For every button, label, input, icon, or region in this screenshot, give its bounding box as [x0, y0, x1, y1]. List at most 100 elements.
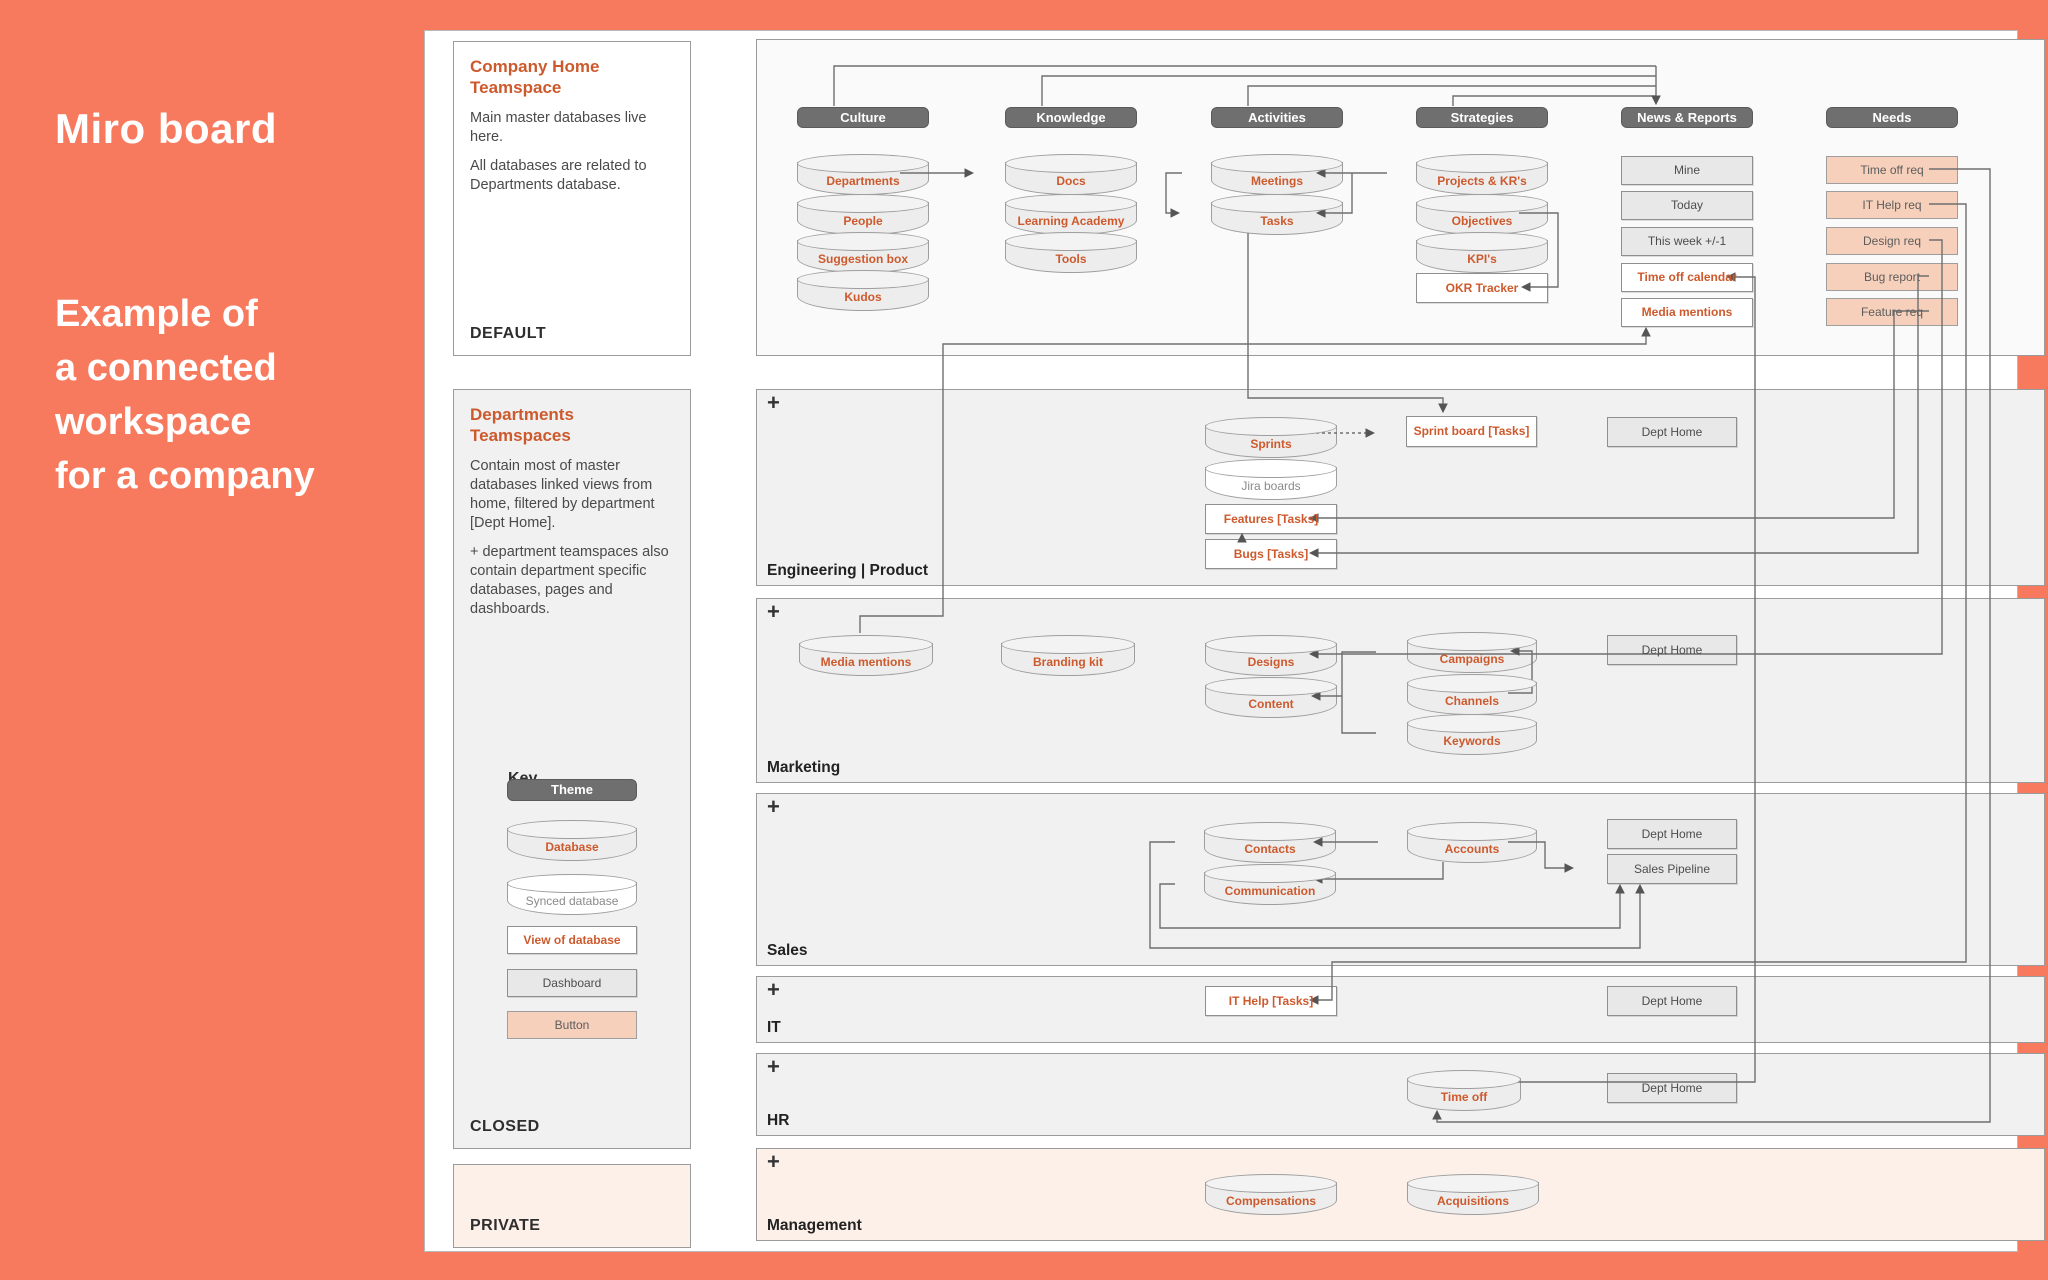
node-kpi-s[interactable]: KPI's	[1416, 232, 1548, 273]
node-today[interactable]: Today	[1621, 191, 1753, 220]
section-hr[interactable]: +HR	[756, 1053, 2045, 1136]
node-acquisitions[interactable]: Acquisitions	[1407, 1174, 1539, 1215]
cylinder-top	[1416, 232, 1548, 251]
node-dept-home[interactable]: Dept Home	[1607, 986, 1737, 1016]
node-label: Acquisitions	[1436, 1193, 1509, 1208]
section-label: Management	[767, 1217, 862, 1234]
theme-news-reports[interactable]: News & Reports	[1621, 107, 1753, 128]
cylinder-top	[1407, 1070, 1521, 1089]
node-feature-req[interactable]: Feature req	[1826, 298, 1958, 326]
node-branding-kit[interactable]: Branding kit	[1001, 635, 1135, 676]
section-marketing[interactable]: +Marketing	[756, 598, 2045, 783]
cylinder-top	[1416, 154, 1548, 173]
node-label: IT Help req	[1862, 197, 1922, 212]
node-view-of-database[interactable]: View of database	[507, 926, 637, 954]
miro-canvas[interactable]: Company Home Teamspace Main master datab…	[424, 30, 2045, 1252]
node-bug-report[interactable]: Bug report	[1826, 263, 1958, 291]
node-kudos[interactable]: Kudos	[797, 270, 929, 311]
node-dept-home[interactable]: Dept Home	[1607, 819, 1737, 849]
node-it-help-req[interactable]: IT Help req	[1826, 191, 1958, 219]
node-label: Dept Home	[1641, 826, 1703, 841]
node-accounts[interactable]: Accounts	[1407, 822, 1537, 863]
cylinder-top	[1416, 194, 1548, 213]
node-media-mentions[interactable]: Media mentions	[799, 635, 933, 676]
section-engineering-product[interactable]: +Engineering | Product	[756, 389, 2045, 586]
node-synced-database[interactable]: Synced database	[507, 874, 637, 915]
node-dashboard[interactable]: Dashboard	[507, 969, 637, 997]
node-sprints[interactable]: Sprints	[1205, 417, 1337, 458]
node-objectives[interactable]: Objectives	[1416, 194, 1548, 235]
node-channels[interactable]: Channels	[1407, 674, 1537, 715]
node-database[interactable]: Database	[507, 820, 637, 861]
node-label: Bugs [Tasks]	[1233, 546, 1309, 561]
node-projects-kr-s[interactable]: Projects & KR's	[1416, 154, 1548, 195]
node-mine[interactable]: Mine	[1621, 156, 1753, 185]
node-label: Dept Home	[1641, 642, 1703, 657]
section-label: Sales	[767, 942, 808, 959]
node-label: Suggestion box	[818, 251, 908, 266]
theme-theme[interactable]: Theme	[507, 779, 637, 801]
node-time-off-req[interactable]: Time off req	[1826, 156, 1958, 184]
theme-needs[interactable]: Needs	[1826, 107, 1958, 128]
node-this-week-1[interactable]: This week +/-1	[1621, 227, 1753, 256]
node-people[interactable]: People	[797, 194, 929, 235]
node-label: Tools	[1055, 251, 1087, 266]
node-sales-pipeline[interactable]: Sales Pipeline	[1607, 854, 1737, 884]
node-tasks[interactable]: Tasks	[1211, 194, 1343, 235]
node-docs[interactable]: Docs	[1005, 154, 1137, 195]
node-dept-home[interactable]: Dept Home	[1607, 1073, 1737, 1103]
node-jira-boards[interactable]: Jira boards	[1205, 459, 1337, 500]
node-tools[interactable]: Tools	[1005, 232, 1137, 273]
theme-strategies[interactable]: Strategies	[1416, 107, 1548, 128]
cylinder-top	[1005, 154, 1137, 173]
node-bugs-tasks[interactable]: Bugs [Tasks]	[1205, 539, 1337, 569]
node-label: Media mentions	[1641, 305, 1733, 320]
node-dept-home[interactable]: Dept Home	[1607, 417, 1737, 447]
node-label: News & Reports	[1637, 109, 1737, 125]
node-label: Departments	[826, 173, 900, 188]
section-management[interactable]: +Management	[756, 1148, 2045, 1241]
theme-activities[interactable]: Activities	[1211, 107, 1343, 128]
node-label: Database	[545, 839, 599, 854]
node-time-off[interactable]: Time off	[1407, 1070, 1521, 1111]
node-label: Docs	[1056, 173, 1086, 188]
cylinder-top	[1205, 677, 1337, 696]
node-it-help-tasks[interactable]: IT Help [Tasks]	[1205, 986, 1337, 1016]
panel-private[interactable]: PRIVATE	[453, 1164, 691, 1248]
panel-company-home[interactable]: Company Home Teamspace Main master datab…	[453, 41, 691, 356]
panel-departments-body1: Contain most of master databases linked …	[470, 457, 655, 531]
node-label: Branding kit	[1032, 654, 1103, 669]
node-label: Dept Home	[1641, 424, 1703, 439]
cylinder-top	[1005, 194, 1137, 213]
node-label: Feature req	[1860, 304, 1924, 319]
cylinder-top	[1407, 822, 1537, 841]
node-label: Keywords	[1443, 733, 1501, 748]
node-designs[interactable]: Designs	[1205, 635, 1337, 676]
node-okr-tracker[interactable]: OKR Tracker	[1416, 273, 1548, 303]
node-sprint-board-tasks[interactable]: Sprint board [Tasks]	[1406, 416, 1537, 447]
node-learning-academy[interactable]: Learning Academy	[1005, 194, 1137, 235]
section-it[interactable]: +IT	[756, 976, 2045, 1043]
node-departments[interactable]: Departments	[797, 154, 929, 195]
node-features-tasks[interactable]: Features [Tasks]	[1205, 504, 1337, 534]
theme-knowledge[interactable]: Knowledge	[1005, 107, 1137, 128]
node-contacts[interactable]: Contacts	[1204, 822, 1336, 863]
node-communication[interactable]: Communication	[1204, 864, 1336, 905]
node-meetings[interactable]: Meetings	[1211, 154, 1343, 195]
section-sales[interactable]: +Sales	[756, 793, 2045, 966]
node-time-off-calendar[interactable]: Time off calendar	[1621, 263, 1753, 292]
node-campaigns[interactable]: Campaigns	[1407, 632, 1537, 673]
theme-culture[interactable]: Culture	[797, 107, 929, 128]
node-keywords[interactable]: Keywords	[1407, 714, 1537, 755]
node-suggestion-box[interactable]: Suggestion box	[797, 232, 929, 273]
node-content[interactable]: Content	[1205, 677, 1337, 718]
node-label: Projects & KR's	[1437, 173, 1527, 188]
cylinder-top	[1005, 232, 1137, 251]
node-label: This week +/-1	[1647, 234, 1727, 249]
panel-departments-title: Departments Teamspaces	[470, 405, 574, 446]
node-dept-home[interactable]: Dept Home	[1607, 635, 1737, 665]
node-design-req[interactable]: Design req	[1826, 227, 1958, 255]
node-compensations[interactable]: Compensations	[1205, 1174, 1337, 1215]
node-media-mentions[interactable]: Media mentions	[1621, 298, 1753, 327]
node-button[interactable]: Button	[507, 1011, 637, 1039]
